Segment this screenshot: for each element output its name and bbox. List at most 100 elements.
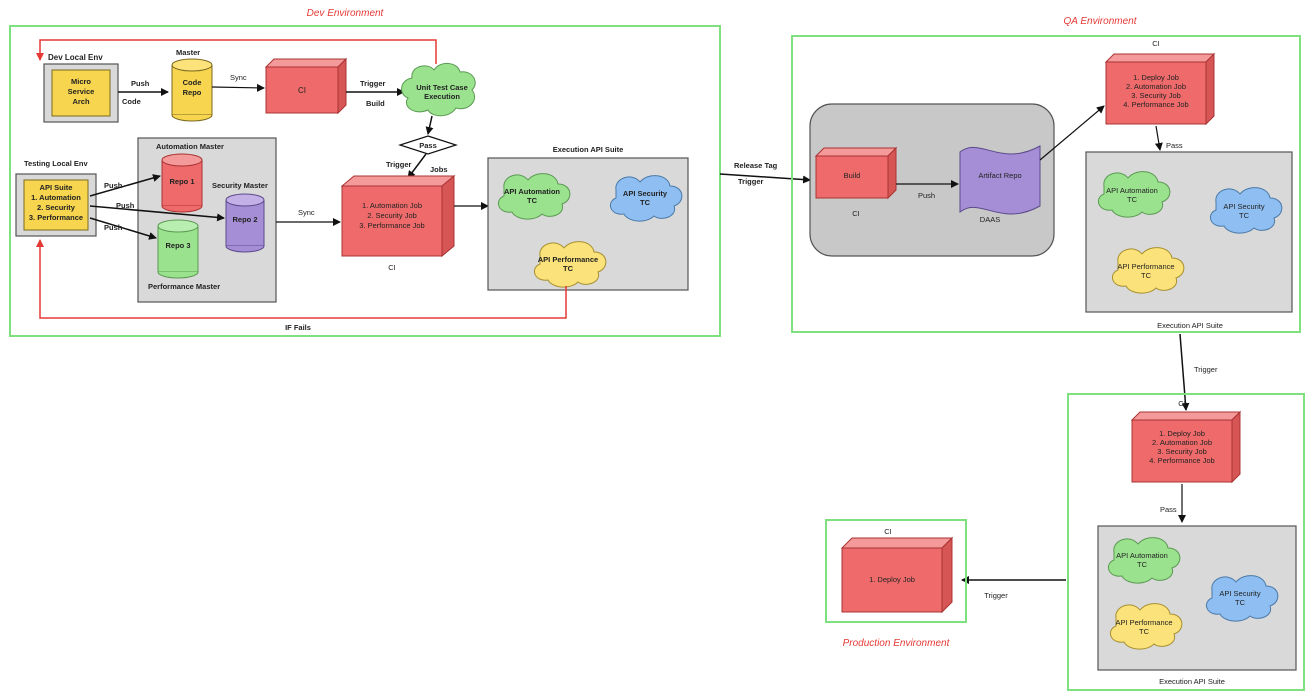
api-automation-cloud-perf (1107, 537, 1181, 584)
api-automation-dev-line1: API Automation (504, 187, 560, 196)
ci-label-prod: CI (884, 527, 892, 536)
ci-job-line2-perf: 2. Automation Job (1152, 438, 1212, 447)
api-automation-cloud-qa (1097, 171, 1171, 218)
trigger-label-1: Trigger (360, 79, 386, 88)
deploy-job-label-prod: 1. Deploy Job (869, 575, 915, 584)
ci-job-line1-qa: 1. Deploy Job (1133, 73, 1179, 82)
ci-deploy-box-prod (840, 536, 954, 614)
push-label-c: Push (104, 223, 123, 232)
push-label-b: Push (116, 201, 135, 210)
unit-test-cloud (401, 63, 476, 117)
exec-suite-label-qa: Execution API Suite (1157, 321, 1223, 330)
qa-environment-frame (791, 35, 1301, 333)
dev-environment-title: Dev Environment (307, 8, 385, 19)
ci-job-line2-qa: 2. Automation Job (1126, 82, 1186, 91)
api-performance-cloud-perf (1109, 603, 1183, 650)
release-tag-label: Release Tag (734, 161, 778, 170)
api-suite-line4: 3. Performance (29, 213, 83, 222)
push-label-qa: Push (918, 191, 935, 200)
code-label-dev: Code (122, 97, 141, 106)
sync-label-2: Sync (298, 208, 315, 217)
api-performance-dev-line1: API Performance (538, 255, 598, 264)
ci-job-line4-perf: 4. Performance Job (1149, 456, 1214, 465)
api-automation-qa-line1: API Automation (1106, 186, 1158, 195)
ci-jobs-box-perf (1130, 410, 1242, 484)
api-security-perf-line2: TC (1235, 598, 1246, 607)
micro-service-line1: Micro (71, 77, 91, 86)
code-repo-line1: Code (183, 78, 202, 87)
ci-label-dev-top: CI (298, 86, 306, 95)
api-suite-box (23, 179, 89, 231)
trigger-label-2: Trigger (386, 160, 412, 169)
micro-service-line2: Service (68, 87, 95, 96)
api-automation-dev-line2: TC (527, 196, 538, 205)
api-performance-qa-line1: API Performance (1117, 262, 1174, 271)
trigger-label-qa: Trigger (1194, 365, 1218, 374)
api-performance-perf-line1: API Performance (1115, 618, 1172, 627)
push-label-dev: Push (131, 79, 150, 88)
push-label-a: Push (104, 181, 123, 190)
repo3-label: Repo 3 (165, 241, 190, 250)
performance-master-label: Performance Master (148, 282, 220, 291)
api-automation-perf-line1: API Automation (1116, 551, 1168, 560)
unit-test-line1: Unit Test Case (416, 83, 468, 92)
automation-master-label: Automation Master (156, 142, 224, 151)
repo3-cylinder (157, 219, 199, 279)
api-automation-cloud-dev (497, 173, 571, 220)
staging-environment-frame (1067, 393, 1305, 691)
build-label-dev: Build (366, 99, 385, 108)
ci-job-line3-perf: 3. Security Job (1157, 447, 1207, 456)
security-master-label: Security Master (212, 181, 268, 190)
api-suite-line1: API Suite (40, 183, 73, 192)
dev-environment-frame (9, 25, 721, 337)
micro-service-line3: Arch (72, 97, 90, 106)
ci-job-line1-dev: 1. Automation Job (362, 201, 422, 210)
trigger-label-prod: Trigger (984, 591, 1008, 600)
api-suite-line2: 1. Automation (31, 193, 81, 202)
ci-jobs-box-dev (340, 174, 456, 258)
ci-label-dev: CI (388, 263, 396, 272)
production-environment-title: Production Environment (843, 638, 951, 649)
micro-service-arch-box (51, 69, 111, 117)
artifact-repo-label: Artifact Repo (978, 171, 1021, 180)
daas-panel (809, 103, 1055, 257)
api-suite-line3: 2. Security (37, 203, 76, 212)
ci-job-line3-dev: 3. Performance Job (359, 221, 424, 230)
unit-test-line2: Execution (424, 92, 460, 101)
pass-diamond-dev (398, 135, 458, 155)
build-box-qa (814, 146, 898, 200)
api-performance-cloud-qa (1111, 247, 1185, 294)
api-performance-dev-line2: TC (563, 264, 574, 273)
api-security-cloud-qa (1209, 187, 1283, 234)
exec-suite-label-perf: Execution API Suite (1159, 677, 1225, 686)
pass-label-qa: Pass (1166, 141, 1183, 150)
api-security-qa-line2: TC (1239, 211, 1250, 220)
code-repo-line2: Repo (183, 88, 202, 97)
ci-small-label-qa: CI (852, 209, 860, 218)
sync-label-1: Sync (230, 73, 247, 82)
testing-local-env-label: Testing Local Env (24, 159, 88, 168)
repo2-cylinder (225, 193, 265, 253)
ci-job-line3-qa: 3. Security Job (1131, 91, 1181, 100)
build-label-qa: Build (844, 171, 861, 180)
jobs-label: Jobs (430, 165, 448, 174)
api-automation-perf-line2: TC (1137, 560, 1148, 569)
production-environment-frame (825, 519, 967, 623)
api-security-qa-line1: API Security (1223, 202, 1265, 211)
api-security-perf-line1: API Security (1219, 589, 1261, 598)
ci-jobs-box-qa (1104, 52, 1216, 126)
api-security-cloud-perf (1205, 575, 1279, 622)
pass-label-perf: Pass (1160, 505, 1177, 514)
master-label: Master (176, 48, 200, 57)
exec-suite-label-dev: Execution API Suite (553, 145, 624, 154)
ci-label-perf: CI (1178, 399, 1186, 408)
ci-label-qa: CI (1152, 39, 1160, 48)
daas-label: DAAS (980, 215, 1000, 224)
api-security-dev-line2: TC (640, 198, 651, 207)
if-fails-label: IF Fails (285, 323, 311, 332)
api-automation-qa-line2: TC (1127, 195, 1138, 204)
dev-local-env-label: Dev Local Env (48, 53, 103, 62)
artifact-repo-shape (959, 145, 1041, 215)
pass-label-dev: Pass (419, 141, 437, 150)
